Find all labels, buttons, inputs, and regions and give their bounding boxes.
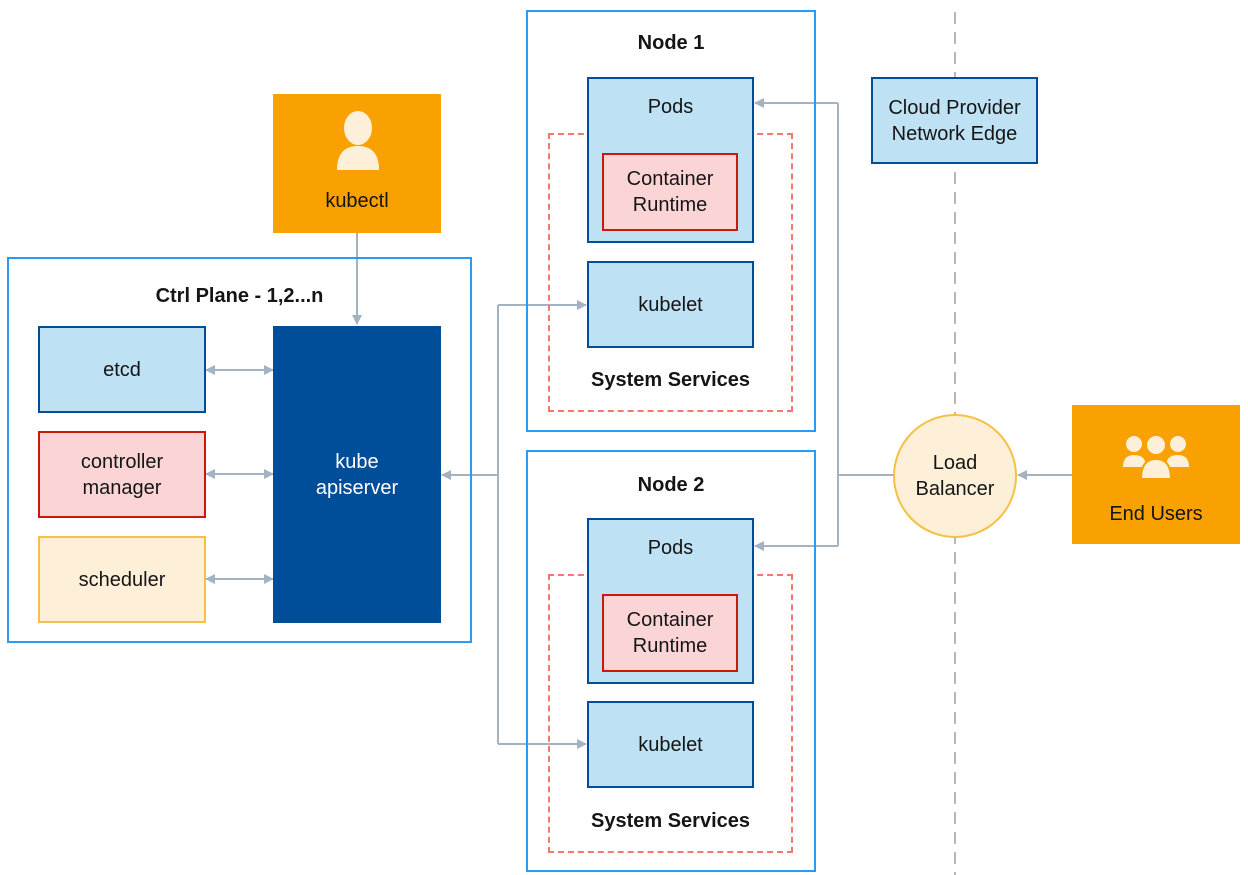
node2-title: Node 2 (637, 474, 705, 496)
kube-apiserver-label: kube apiserver (315, 450, 399, 499)
node2-kubelet-label: kubelet (638, 733, 703, 756)
node2-kubelet-box: kubelet (587, 701, 754, 788)
ctrl-plane-frame: Ctrl Plane - 1,2...n (7, 257, 472, 643)
cloud-provider-box: Cloud Provider Network Edge (871, 77, 1038, 164)
node2-pods-label: Pods (647, 537, 694, 559)
load-balancer-label: Load Balancer (915, 452, 995, 500)
node1-kubelet-label: kubelet (638, 293, 703, 316)
scheduler-box: scheduler (38, 536, 206, 623)
node2-container-runtime-label: Container Runtime (626, 609, 714, 657)
cloud-provider-label: Cloud Provider Network Edge (888, 96, 1021, 145)
node2-system-services-label: System Services (590, 810, 750, 832)
etcd-box: etcd (38, 326, 206, 413)
user-icon (337, 111, 379, 170)
controller-manager-box: controller manager (38, 431, 206, 518)
kubectl-label: kubectl (325, 190, 389, 212)
node1-container-runtime-label: Container Runtime (626, 168, 714, 216)
node1-system-services-label: System Services (590, 369, 750, 391)
scheduler-label: scheduler (78, 568, 166, 591)
controller-manager-label: controller manager (80, 450, 164, 499)
node2-frame: Node 2 (526, 450, 816, 872)
node1-title: Node 1 (637, 32, 705, 54)
ctrl-plane-title: Ctrl Plane - 1,2...n (155, 285, 324, 307)
node1-container-runtime-box: Container Runtime (602, 153, 738, 231)
end-users-box: End Users (1072, 405, 1240, 544)
load-balancer-circle: Load Balancer (893, 414, 1017, 538)
node1-pods-label: Pods (647, 96, 694, 118)
node1-kubelet-box: kubelet (587, 261, 754, 348)
kubectl-box: kubectl (273, 94, 441, 233)
node2-container-runtime-box: Container Runtime (602, 594, 738, 672)
users-group-icon (1123, 434, 1189, 479)
end-users-label: End Users (1109, 503, 1203, 525)
kube-apiserver-box: kube apiserver (273, 326, 441, 623)
etcd-label: etcd (103, 358, 141, 381)
node1-frame: Node 1 (526, 10, 816, 432)
